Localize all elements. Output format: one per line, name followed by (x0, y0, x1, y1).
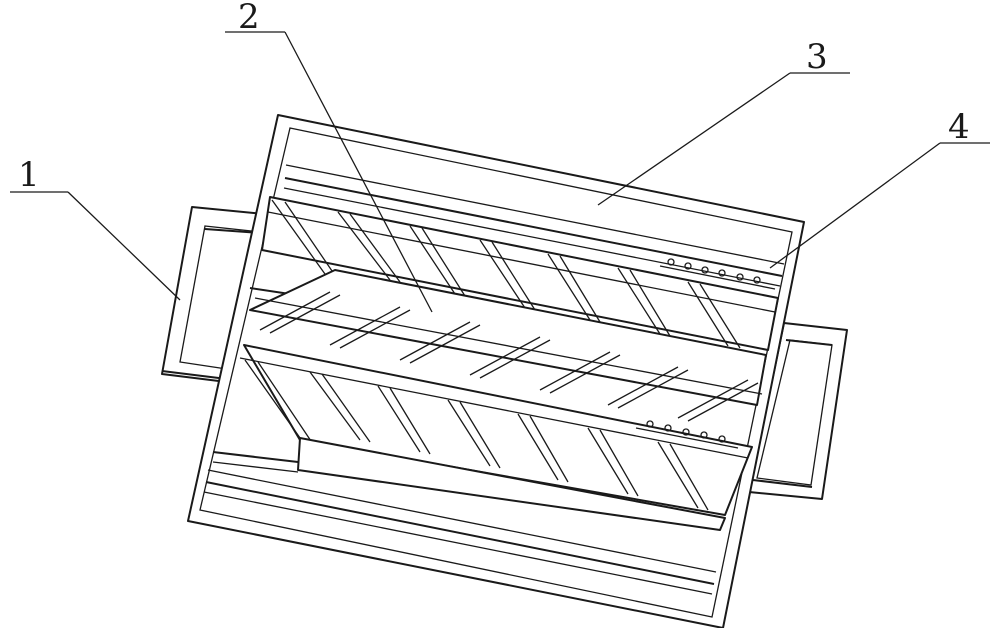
middle-plate-row (249, 269, 767, 422)
bolt-row-lower (635, 420, 739, 449)
callout-3: 3 (597, 37, 850, 206)
callout-2: 2 (225, 0, 433, 313)
label-2: 2 (238, 0, 260, 37)
bolt-row-upper (659, 258, 776, 290)
label-4: 4 (948, 107, 970, 147)
callout-4: 4 (769, 107, 990, 269)
label-3: 3 (806, 37, 828, 77)
label-1: 1 (18, 155, 40, 195)
lower-plate-row (239, 344, 753, 531)
callout-1: 1 (10, 155, 181, 301)
